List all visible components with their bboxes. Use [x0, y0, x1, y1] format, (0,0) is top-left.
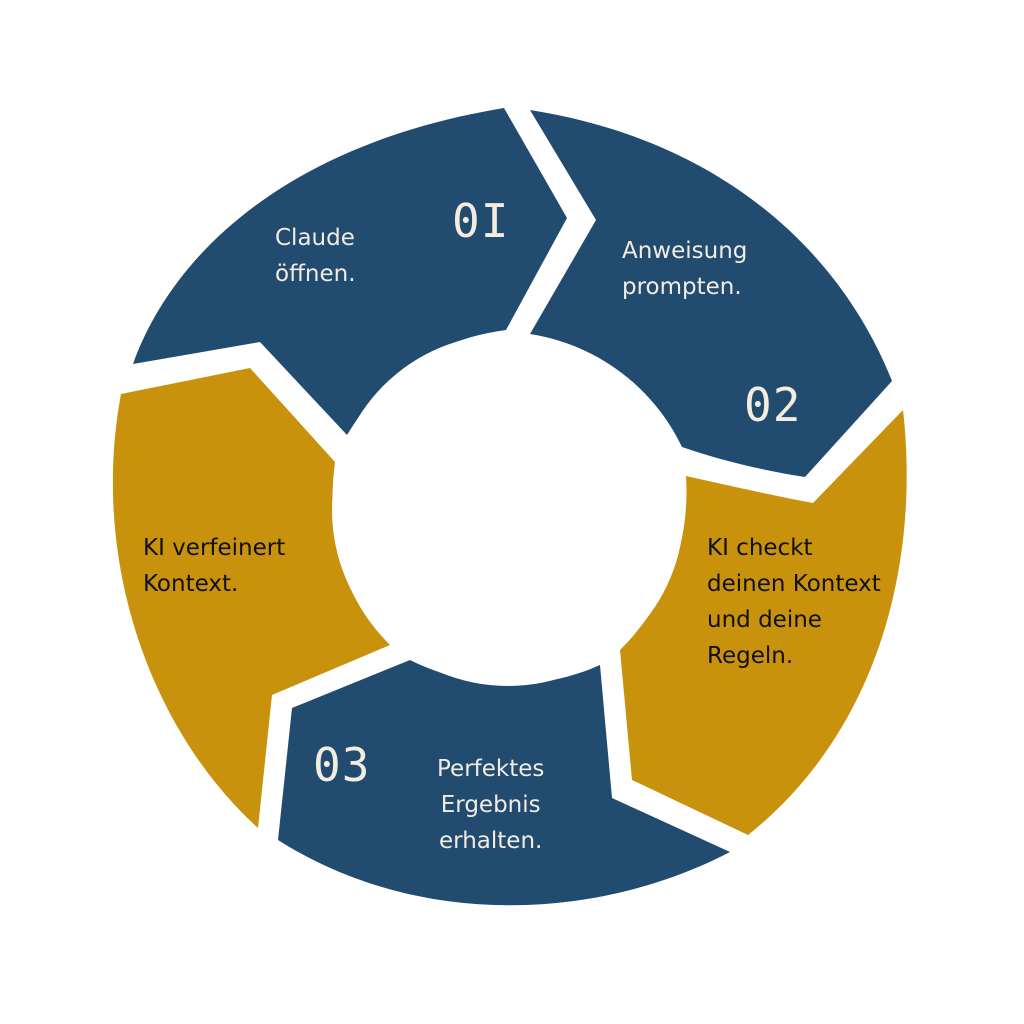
step-label-claude-oeffnen: Claude öffnen.: [275, 225, 356, 287]
segment-anweisung-prompten: [530, 110, 892, 477]
segment-claude-oeffnen: [133, 108, 567, 435]
step-label-perfektes-ergebnis: Perfektes Ergebnis erhalten.: [437, 756, 545, 854]
step-number-02: 02: [744, 378, 802, 432]
step-label-anweisung-prompten: Anweisung prompten.: [622, 238, 748, 300]
step-label-ki-checkt: KI checkt deinen Kontext und deine Regel…: [707, 535, 881, 669]
segment-ki-checkt: [620, 410, 907, 835]
step-number-01: 0I: [452, 194, 510, 248]
segment-perfektes-ergebnis: [278, 660, 730, 906]
step-number-03: 03: [313, 738, 371, 792]
step-label-ki-verfeinert: KI verfeinert Kontext.: [143, 535, 286, 597]
center-circle: [332, 334, 684, 686]
segment-ki-verfeinert: [112, 368, 390, 828]
